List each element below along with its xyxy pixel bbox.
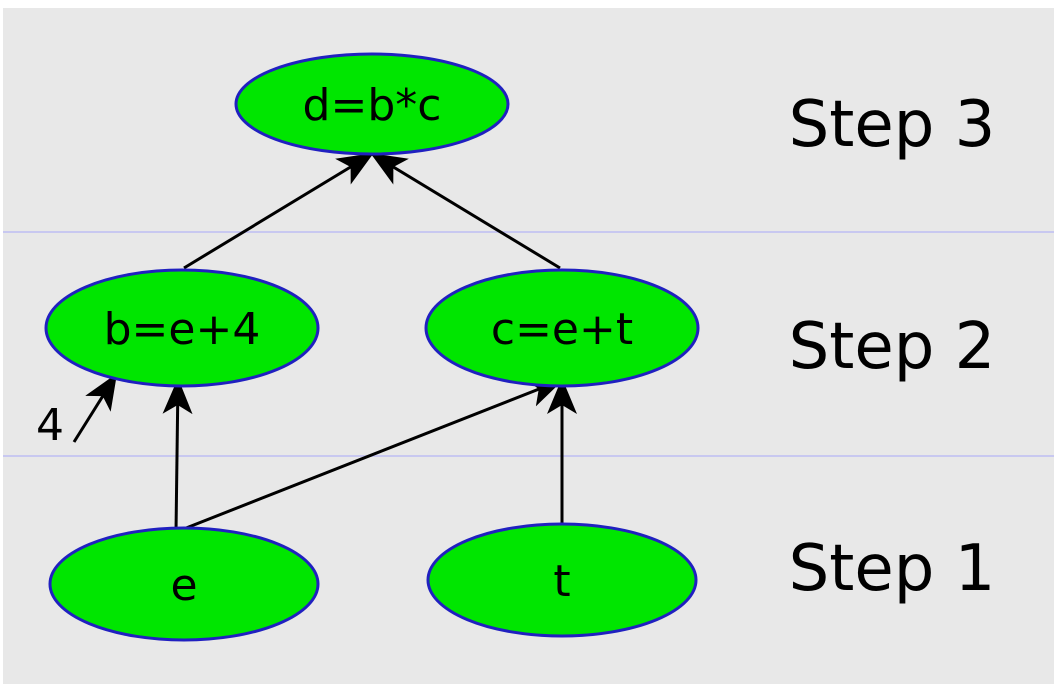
node-b: b=e+4 [44, 268, 320, 388]
node-b-shape [44, 268, 320, 388]
node-e-shape [48, 526, 320, 642]
edge-c-to-d [370, 152, 561, 270]
step-1-label: Step 1 [789, 532, 996, 606]
edge-b-to-d [183, 152, 374, 270]
node-d-shape [234, 52, 510, 156]
edge-e-to-b [162, 378, 193, 533]
node-e: e [48, 526, 320, 642]
node-c-shape [424, 268, 700, 388]
node-e-label: e [170, 560, 197, 611]
node-t: t [426, 522, 698, 638]
node-c: c=e+t [424, 268, 700, 388]
node-b-label: b=e+4 [104, 304, 261, 355]
node-d-label: d=b*c [303, 80, 442, 131]
step-3-label: Step 3 [789, 88, 996, 162]
node-d: d=b*c [234, 52, 510, 156]
edges [72, 152, 577, 534]
edge-e-to-c [175, 378, 564, 534]
node-t-label: t [553, 556, 570, 607]
constant-input-label: 4 [36, 400, 64, 451]
node-c-label: c=e+t [491, 304, 633, 355]
node-t-shape [426, 522, 698, 638]
step-2-label: Step 2 [789, 310, 996, 384]
edge-constant-to-b [72, 373, 118, 443]
